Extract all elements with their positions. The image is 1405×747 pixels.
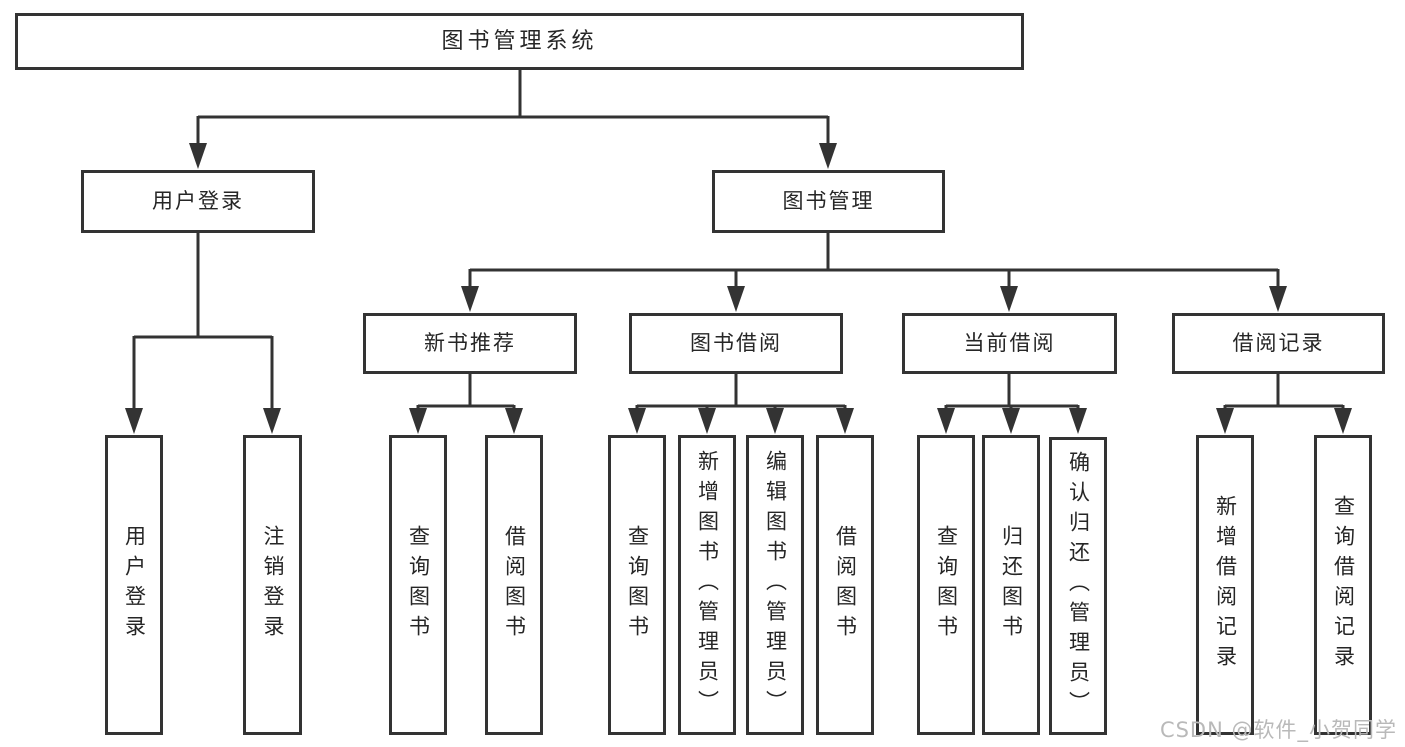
leaf-query-books-current: 查询图书 — [917, 435, 975, 735]
leaf-edit-books-admin: 编辑图书（管理员） — [746, 435, 804, 735]
leaf-add-books-admin: 新增图书（管理员） — [678, 435, 736, 735]
leaf-query-books-recommend: 查询图书 — [389, 435, 447, 735]
leaf-query-books-borrowing: 查询图书 — [608, 435, 666, 735]
leaf-user-login: 用户登录 — [105, 435, 163, 735]
node-book-borrowing: 图书借阅 — [629, 313, 843, 374]
leaf-confirm-return-admin: 确认归还（管理员） — [1049, 437, 1107, 735]
node-library-management-system: 图书管理系统 — [15, 13, 1024, 70]
node-user-login: 用户登录 — [81, 170, 315, 233]
node-current-borrowing: 当前借阅 — [902, 313, 1117, 374]
leaf-borrow-books-recommend: 借阅图书 — [485, 435, 543, 735]
node-book-management: 图书管理 — [712, 170, 945, 233]
leaf-query-borrow-record: 查询借阅记录 — [1314, 435, 1372, 735]
leaf-borrow-books-borrowing: 借阅图书 — [816, 435, 874, 735]
leaf-logout-login: 注销登录 — [243, 435, 302, 735]
node-new-book-recommendation: 新书推荐 — [363, 313, 577, 374]
node-borrowing-records: 借阅记录 — [1172, 313, 1385, 374]
leaf-add-borrow-record: 新增借阅记录 — [1196, 435, 1254, 735]
leaf-return-books: 归还图书 — [982, 435, 1040, 735]
watermark-csdn: CSDN @软件_小贺同学 — [1159, 718, 1397, 742]
